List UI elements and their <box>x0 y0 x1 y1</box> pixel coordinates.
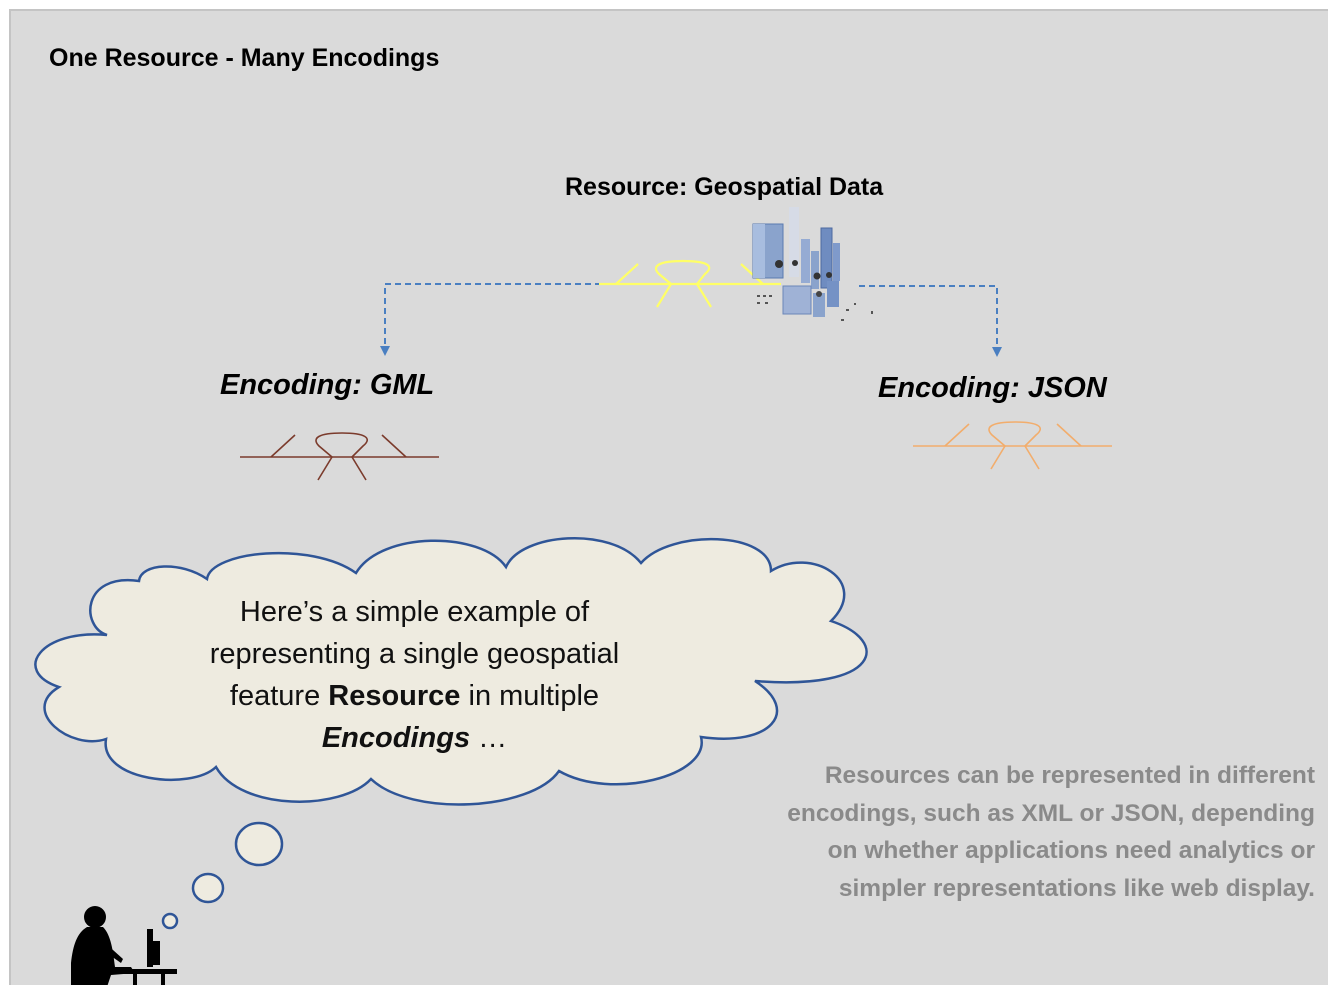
arrow-to-gml <box>384 283 611 351</box>
gml-feature-symbol <box>240 432 439 481</box>
thought-line-3: feature Resource in multiple <box>127 675 702 717</box>
city-buildings-icon <box>752 207 873 321</box>
json-feature-symbol <box>913 421 1112 470</box>
person-at-computer-icon <box>71 906 177 985</box>
encoding-json-label: Encoding: JSON <box>878 372 1107 404</box>
thought-line-2: representing a single geospatial <box>209 638 620 670</box>
thought-bubble-medium <box>191 872 225 904</box>
thought-line-4: Encodings … <box>127 717 702 759</box>
diagram-canvas <box>34 207 1112 985</box>
source-feature-symbol <box>599 259 781 308</box>
slide: One Resource - Many Encodings Resource: … <box>9 9 1328 985</box>
connector-arrows <box>384 283 998 351</box>
explanatory-note: Resources can be represented in differen… <box>787 762 1315 902</box>
resource-label: Resource: Geospatial Data <box>565 173 884 201</box>
arrow-to-json <box>859 285 998 351</box>
slide-title: One Resource - Many Encodings <box>49 44 440 72</box>
thought-line-1: Here’s a simple example of <box>239 596 590 628</box>
thought-line-4-post: … <box>470 722 508 754</box>
thought-resource-emphasis: Resource <box>328 680 461 712</box>
thought-line-3-post: in multiple <box>460 680 600 712</box>
arrowhead-json <box>992 347 1002 357</box>
thought-cloud <box>34 537 868 806</box>
thought-line-3-pre: feature <box>229 680 329 712</box>
thought-bubble-small <box>161 912 179 930</box>
thought-bubble-text: Here’s a simple example of representing … <box>127 591 702 759</box>
encoding-gml-label: Encoding: GML <box>220 369 435 401</box>
arrowhead-gml <box>380 346 390 356</box>
thought-bubble-large <box>234 821 284 867</box>
thought-encodings-emphasis: Encodings <box>321 722 471 754</box>
